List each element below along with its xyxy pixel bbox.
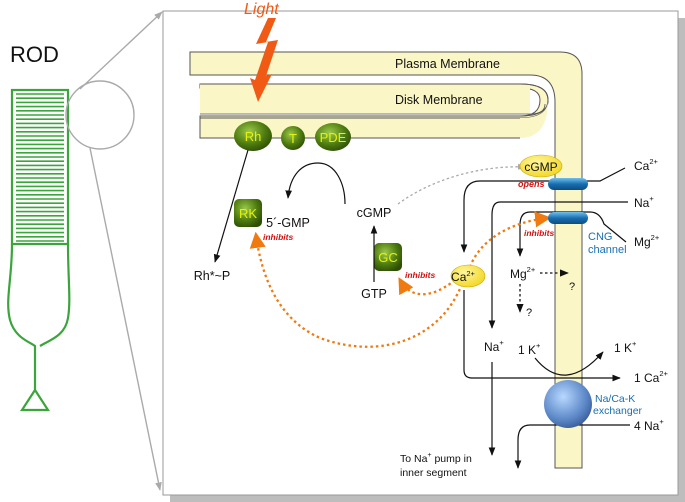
na-in-label: 4 Na+ <box>634 417 664 433</box>
rod-cell <box>7 88 71 412</box>
k-internal-label: 1 K+ <box>518 341 541 357</box>
zoom-line-top <box>79 11 163 90</box>
k-exchange-arrow <box>534 351 604 376</box>
disk-inner-line <box>200 103 546 115</box>
disk-lower-outline <box>199 117 520 139</box>
opens-label: opens <box>518 179 545 189</box>
rk-label: RK <box>239 206 257 221</box>
ca-inhibits-cng-arrow <box>468 211 552 268</box>
question-down-label: ? <box>526 307 532 319</box>
cgmp-to-channel-dotted <box>397 163 526 205</box>
rhodopsin-kinase <box>234 199 262 227</box>
exchanger-label-line1: Na/Ca-K <box>595 393 635 405</box>
ca-influx-path <box>460 167 626 253</box>
exchanger-label-line2: exchanger <box>593 405 643 417</box>
ca-efflux-path <box>463 290 621 382</box>
pump-label-line2: inner segment <box>400 467 467 479</box>
guanylate-cyclase <box>374 243 402 271</box>
rh-phosphorylated-label: Rh*~P <box>194 269 230 283</box>
na-influx-path <box>488 201 628 329</box>
zoom-line-bottom <box>89 147 162 491</box>
na-external-label: Na+ <box>634 194 654 210</box>
na-internal-label: Na+ <box>484 338 504 354</box>
na-exchange-path <box>514 424 630 469</box>
rhodopsin-label: Rh <box>245 129 262 144</box>
rod-title: ROD <box>10 42 59 67</box>
gtp-label: GTP <box>361 287 387 301</box>
question-right-label: ? <box>569 281 575 293</box>
cgmp-bubble-label: cGMP <box>524 160 557 174</box>
ca-external-label: Ca2+ <box>634 157 659 173</box>
pde-hydrolysis-arrow <box>285 162 346 205</box>
rhodopsin-protein <box>234 121 272 151</box>
gc-label: GC <box>378 250 398 265</box>
five-gmp-label: 5´-GMP <box>266 216 310 230</box>
rh-phosphorylation-arrow <box>213 149 249 263</box>
ca-bubble <box>450 264 486 288</box>
inhibits-rk-label: inhibits <box>263 232 293 242</box>
pde-protein <box>315 123 351 151</box>
na-ca-k-exchanger <box>544 380 592 428</box>
cng-channel-lower <box>548 212 588 224</box>
ca-out-label: 1 Ca2+ <box>634 369 669 385</box>
cgmp-bubble <box>519 154 563 178</box>
mg-external-label: Mg2+ <box>634 233 660 249</box>
ca-bubble-label: Ca2+ <box>451 269 476 284</box>
cng-label-line1: CNG <box>588 231 612 243</box>
light-label: Light <box>244 1 279 18</box>
plasma-membrane <box>189 51 583 469</box>
plasma-membrane-label: Plasma Membrane <box>395 57 500 71</box>
light-bolt <box>250 18 278 102</box>
cng-channel-upper <box>548 178 588 190</box>
mg-internal-label: Mg2+ <box>510 265 536 281</box>
pump-label-line1: To Na+ pump in <box>400 452 472 465</box>
transducin-protein <box>281 126 305 150</box>
inhibits-cng-label: inhibits <box>524 228 554 238</box>
zoom-circle <box>65 80 135 150</box>
k-external-label: 1 K+ <box>614 339 637 355</box>
cgmp-label: cGMP <box>357 206 392 220</box>
transducin-label: T <box>289 131 297 146</box>
cng-label-line2: channel <box>588 244 627 256</box>
pde-label: PDE <box>320 130 347 145</box>
inhibits-gc-label: inhibits <box>405 270 435 280</box>
disk-membrane-label: Disk Membrane <box>395 93 483 107</box>
rod-disk-stack <box>16 93 64 242</box>
